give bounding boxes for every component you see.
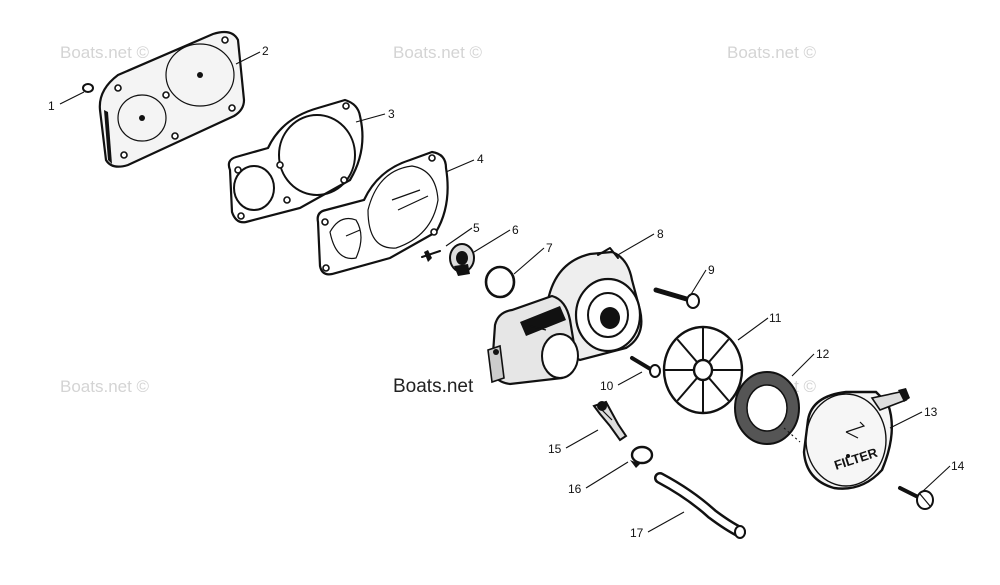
callout-7: 7 bbox=[546, 241, 553, 255]
callout-15: 15 bbox=[548, 442, 562, 456]
leader-lines bbox=[59, 51, 951, 533]
part-1-washer bbox=[82, 83, 94, 93]
callout-1: 1 bbox=[48, 99, 55, 113]
part-17-fuel-hose bbox=[654, 472, 746, 539]
callout-17: 17 bbox=[630, 526, 644, 540]
callout-3: 3 bbox=[388, 107, 395, 121]
callout-11: 11 bbox=[769, 311, 782, 325]
part-12-filter-screen bbox=[734, 371, 800, 445]
watermark-top-right: Boats.net © bbox=[727, 43, 817, 62]
callout-12: 12 bbox=[816, 347, 830, 361]
part-16-clamp bbox=[630, 445, 654, 468]
watermark-top-center: Boats.net © bbox=[393, 43, 483, 62]
part-9-bolt bbox=[653, 287, 700, 309]
part-15-fitting bbox=[592, 400, 628, 442]
callout-6: 6 bbox=[512, 223, 519, 237]
part-3-gasket bbox=[227, 98, 364, 224]
callout-8: 8 bbox=[657, 227, 664, 241]
part-10-bolt bbox=[630, 356, 661, 378]
part-6-check-valve bbox=[449, 243, 475, 276]
callout-14: 14 bbox=[951, 459, 965, 473]
part-14-screw bbox=[898, 486, 934, 510]
part-8-pump-body bbox=[487, 247, 643, 386]
callout-16: 16 bbox=[568, 482, 582, 496]
part-4-diaphragm bbox=[316, 150, 449, 276]
callout-2: 2 bbox=[262, 44, 269, 58]
callout-13: 13 bbox=[924, 405, 938, 419]
part-11-impeller-plate bbox=[662, 325, 744, 415]
callout-10: 10 bbox=[600, 379, 614, 393]
callout-4: 4 bbox=[477, 152, 484, 166]
watermark-bottom-left: Boats.net © bbox=[60, 377, 150, 396]
part-7-o-ring bbox=[484, 265, 516, 299]
part-2-cover-plate bbox=[98, 30, 246, 168]
callout-5: 5 bbox=[473, 221, 480, 235]
callout-9: 9 bbox=[708, 263, 715, 277]
part-13-filter-cover: FILTER bbox=[802, 388, 910, 490]
part-5-screw bbox=[421, 250, 441, 262]
watermark-center: Boats.net bbox=[393, 376, 474, 397]
watermark-top-left: Boats.net © bbox=[60, 43, 150, 62]
